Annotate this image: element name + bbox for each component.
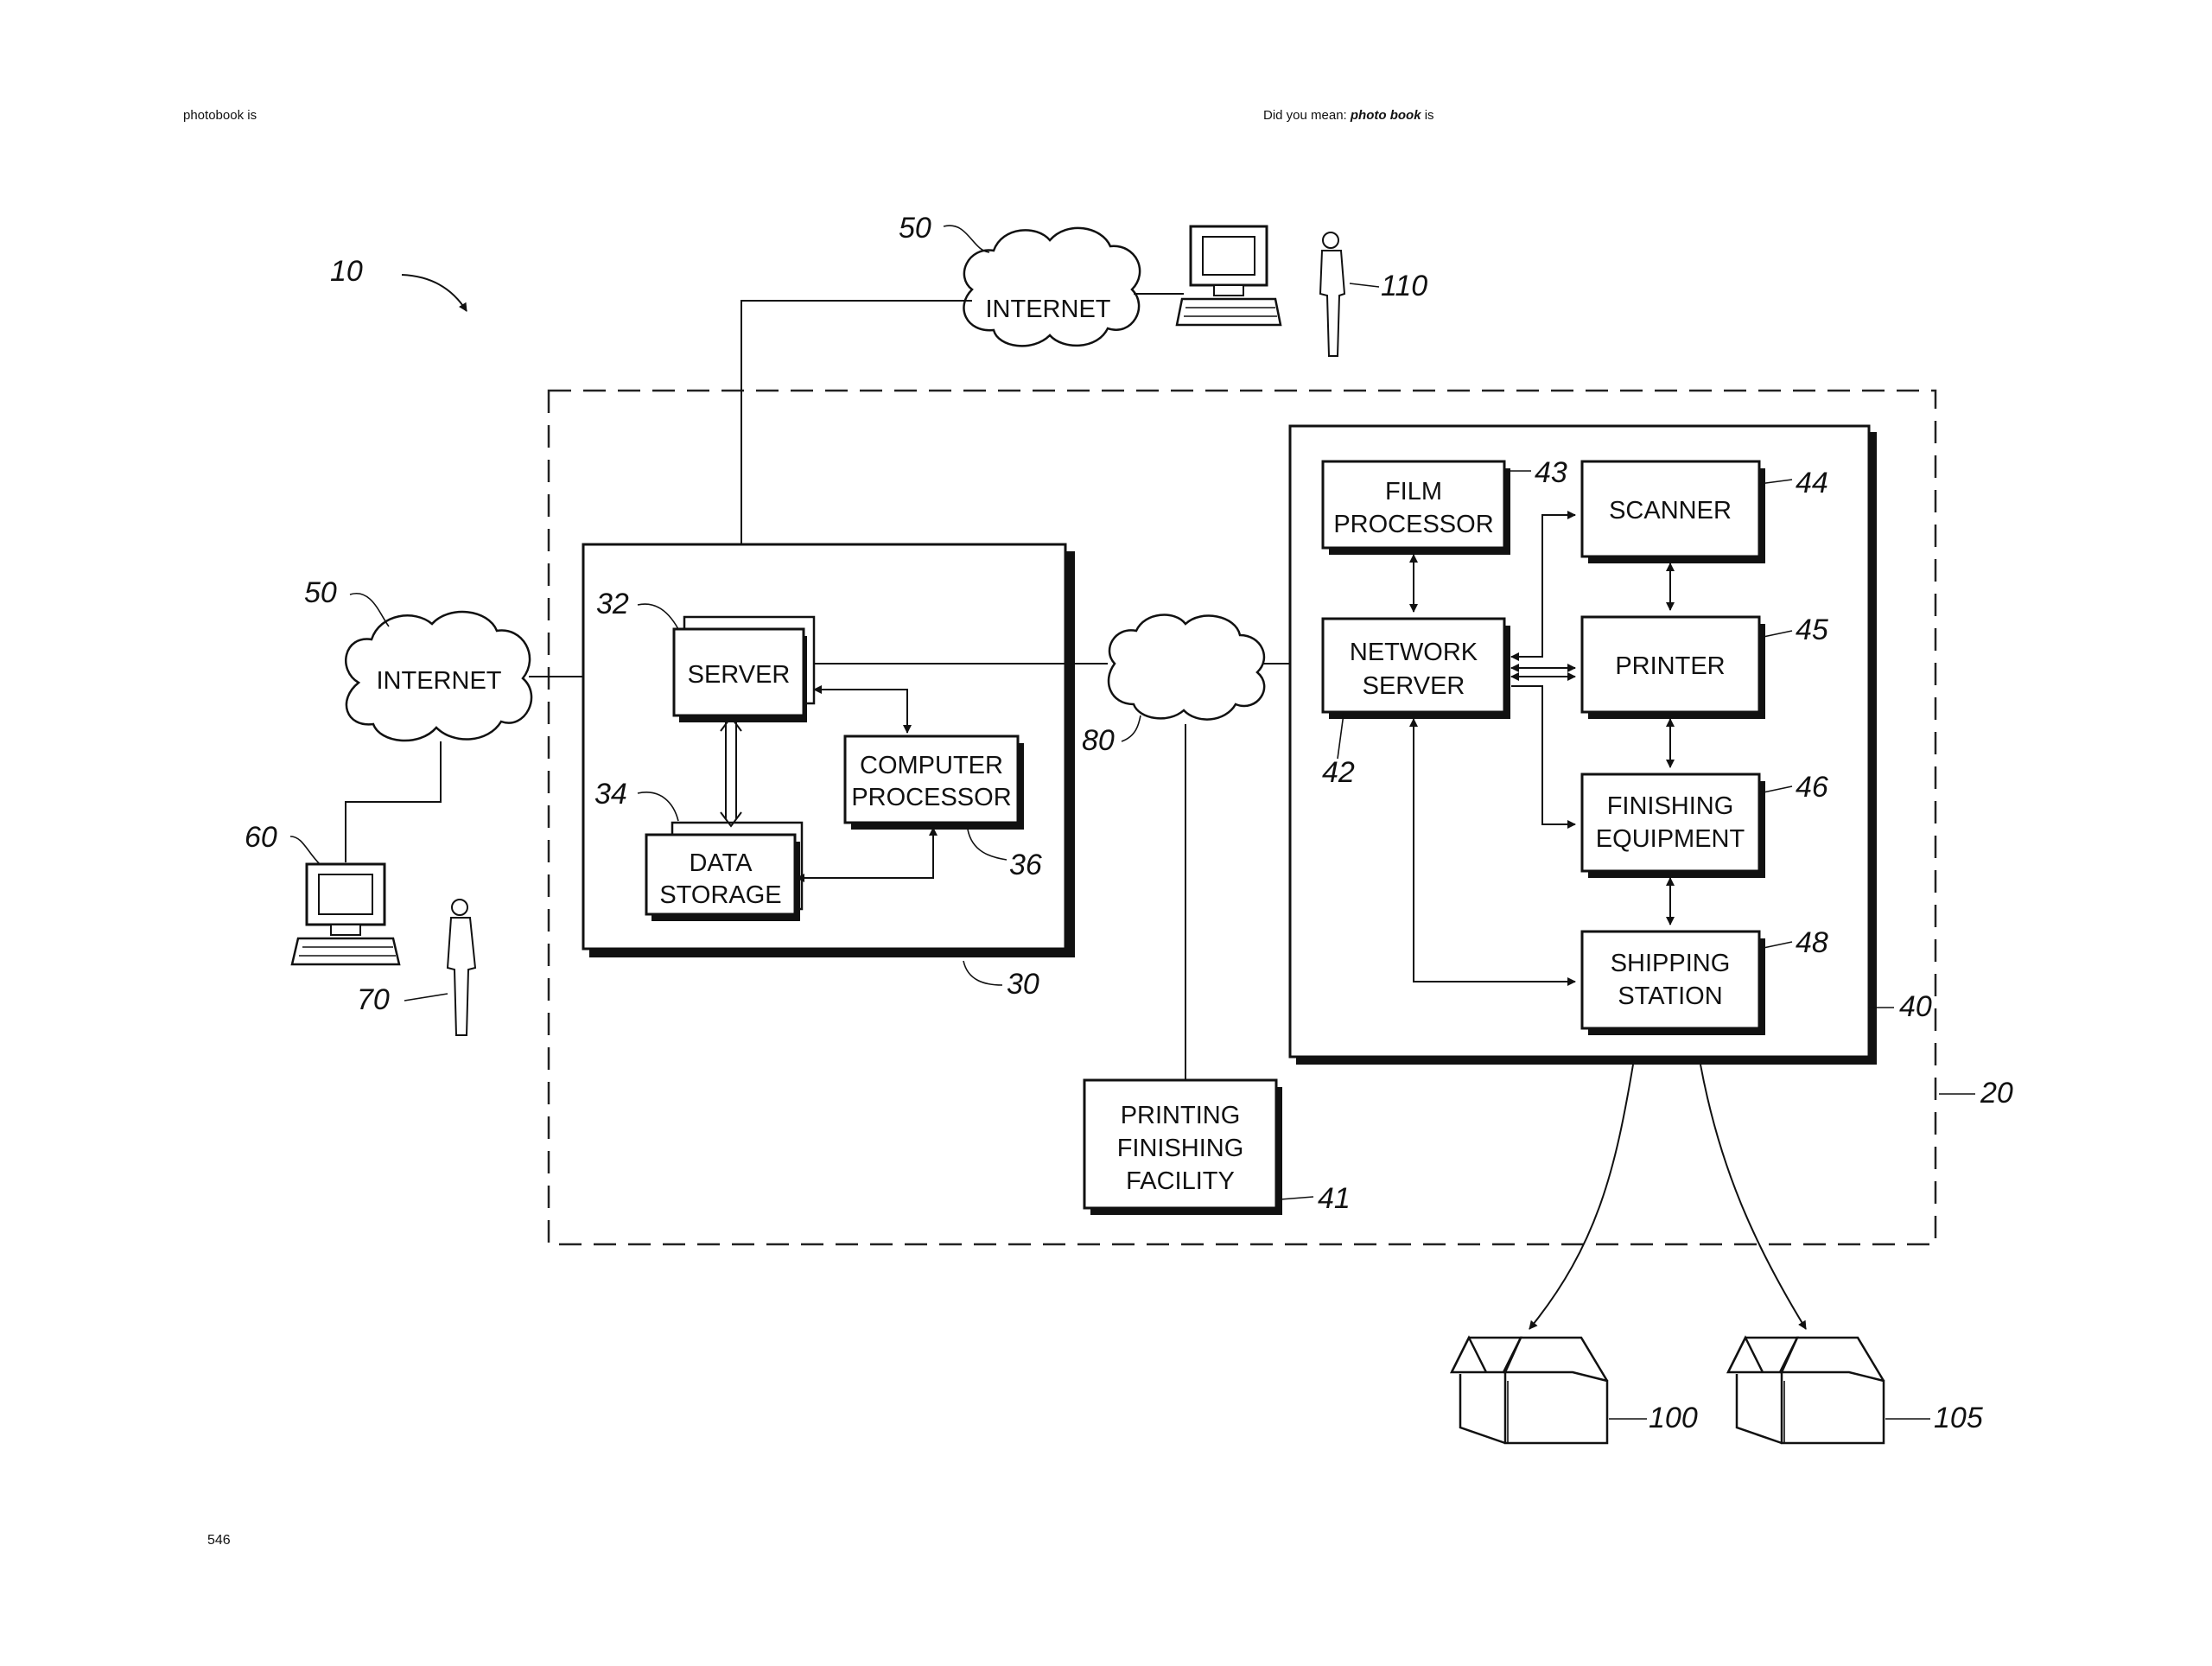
link-internet-left-computer — [345, 741, 442, 862]
server-box — [672, 627, 805, 717]
shipping-line-2: STATION — [1618, 982, 1722, 1010]
delivery-arrow-b — [1700, 1064, 1807, 1330]
site-boundary — [547, 389, 1937, 1246]
scanner-box — [1580, 460, 1761, 558]
computer-icon-left — [290, 862, 401, 966]
ref-20-label: 20 — [1980, 1077, 2013, 1110]
ref-110-label: 110 — [1381, 270, 1427, 302]
header-query-text: photobook is — [183, 108, 257, 123]
link-netserver-shipping — [1409, 718, 1576, 986]
destination-house-b — [1726, 1335, 1885, 1445]
ref-50-left-leader — [349, 592, 390, 627]
network-server-box — [1321, 617, 1506, 714]
ref-110-leader — [1349, 283, 1380, 288]
printing-facility-box — [1083, 1078, 1278, 1210]
did-you-mean-prefix: Did you mean: — [1263, 108, 1347, 123]
finishing-equipment-box — [1580, 773, 1761, 873]
did-you-mean-suggestion[interactable]: Did you mean: photo book is — [1263, 108, 1434, 123]
facility-line-2: FINISHING — [1117, 1135, 1244, 1162]
printer-label: PRINTER — [1615, 652, 1725, 680]
ref-50-top-leader — [943, 225, 990, 253]
ref-30-leader — [963, 960, 1003, 986]
ref-10-arrow — [401, 274, 467, 312]
internet-left-label: INTERNET — [377, 667, 502, 695]
finishing-line-2: EQUIPMENT — [1596, 825, 1745, 853]
network-server-line-2: SERVER — [1363, 672, 1465, 700]
data-storage-box — [645, 833, 797, 916]
server-label: SERVER — [688, 661, 791, 689]
data-storage-line-1: DATA — [689, 849, 753, 877]
ref-32-label: 32 — [596, 588, 629, 620]
computer-processor-box — [843, 734, 1020, 824]
link-storage-processor — [796, 827, 938, 882]
link-internet-top-server — [741, 300, 972, 615]
ref-34-leader — [637, 792, 679, 822]
destination-house-a — [1449, 1335, 1609, 1445]
ref-42-label: 42 — [1322, 756, 1355, 789]
ref-46-leader — [1758, 785, 1793, 794]
page-number: 546 — [207, 1533, 231, 1548]
ref-105-label: 105 — [1934, 1402, 1983, 1434]
ref-41-leader — [1280, 1196, 1314, 1200]
internet-top-label: INTERNET — [986, 296, 1111, 323]
film-processor-line-1: FILM — [1385, 478, 1442, 506]
ref-48-leader — [1758, 941, 1793, 950]
ref-44-label: 44 — [1796, 467, 1828, 499]
ref-30-label: 30 — [1007, 968, 1039, 1001]
ref-43-label: 43 — [1535, 456, 1567, 489]
scanner-label: SCANNER — [1609, 497, 1732, 525]
user-icon-left — [446, 899, 477, 1036]
computer-icon-top — [1175, 225, 1282, 327]
ref-80-leader — [1121, 715, 1141, 742]
ref-45-label: 45 — [1796, 614, 1828, 646]
facility-line-1: PRINTING — [1121, 1102, 1241, 1129]
ref-60-label: 60 — [245, 821, 277, 854]
ref-70-leader — [404, 993, 448, 1002]
film-processor-box — [1321, 460, 1506, 550]
ref-36-label: 36 — [1009, 849, 1042, 881]
data-storage-line-2: STORAGE — [659, 881, 781, 909]
network-cloud — [1107, 614, 1266, 721]
ref-32-leader — [637, 603, 679, 630]
ref-50-top-label: 50 — [899, 212, 931, 245]
ref-40-label: 40 — [1899, 990, 1932, 1023]
ref-46-label: 46 — [1796, 771, 1828, 804]
facility-line-3: FACILITY — [1126, 1167, 1235, 1195]
ref-41-label: 41 — [1318, 1182, 1351, 1215]
link-server-processor — [813, 685, 912, 734]
shipping-line-1: SHIPPING — [1611, 950, 1731, 977]
ref-100-label: 100 — [1649, 1402, 1698, 1434]
ref-80-label: 80 — [1082, 724, 1115, 757]
link-netserver-scanner — [1510, 511, 1576, 661]
film-processor-line-2: PROCESSOR — [1333, 511, 1493, 538]
ref-70-label: 70 — [357, 983, 390, 1016]
computer-processor-line-2: PROCESSOR — [851, 784, 1011, 811]
ref-36-leader — [967, 829, 1007, 861]
finishing-line-1: FINISHING — [1607, 792, 1734, 820]
ref-34-label: 34 — [594, 778, 627, 811]
ref-50-left-label: 50 — [304, 576, 337, 609]
ref-42-leader — [1337, 713, 1344, 760]
internet-cloud-left: INTERNET — [345, 610, 533, 742]
internet-cloud-top: INTERNET — [963, 226, 1141, 347]
printer-box — [1580, 615, 1761, 714]
user-icon-top — [1319, 232, 1346, 357]
shipping-station-box — [1580, 930, 1761, 1030]
link-server-storage — [720, 715, 742, 828]
ref-45-leader — [1758, 630, 1793, 639]
ref-60-leader — [289, 836, 321, 865]
network-server-line-1: NETWORK — [1350, 639, 1478, 666]
did-you-mean-suffix: is — [1424, 108, 1434, 123]
delivery-arrow-a — [1529, 1064, 1634, 1330]
computer-processor-line-1: COMPUTER — [860, 752, 1003, 779]
ref-48-label: 48 — [1796, 926, 1828, 959]
ref-44-leader — [1758, 479, 1793, 485]
ref-10-label: 10 — [330, 255, 363, 288]
suggested-query[interactable]: photo book — [1350, 108, 1421, 123]
